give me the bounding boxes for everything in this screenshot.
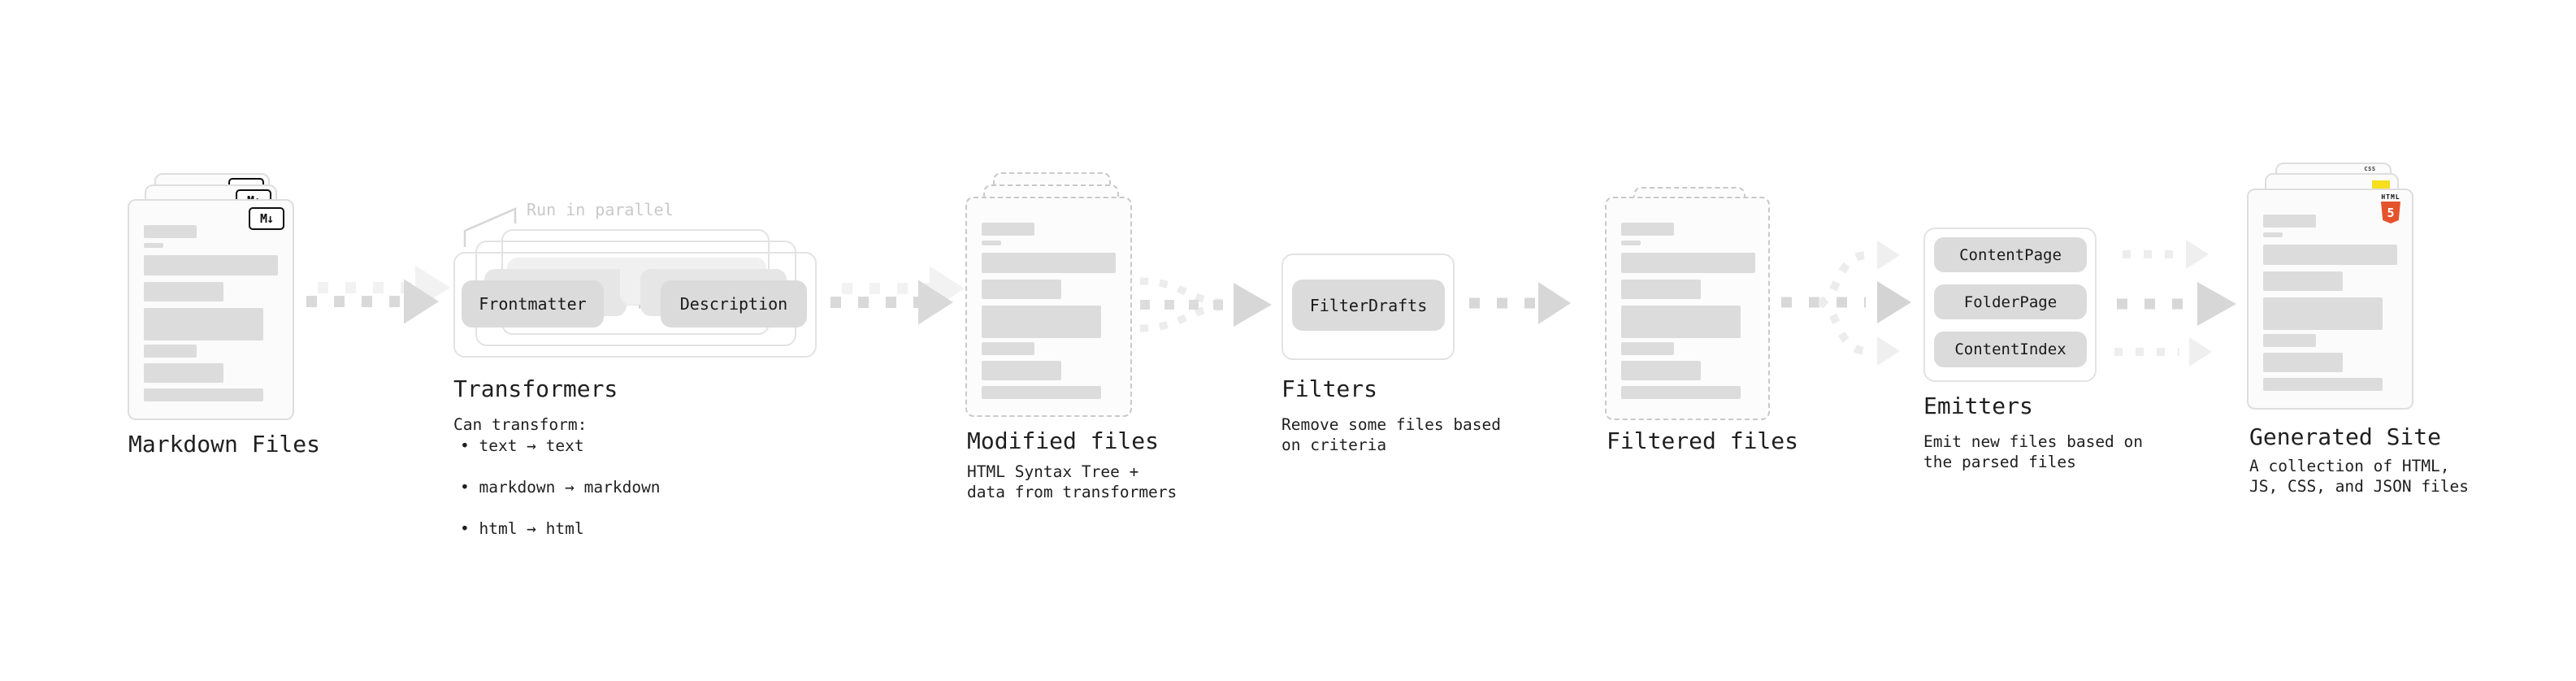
text-line-placeholder [144,243,163,248]
text-line-placeholder [982,241,1001,245]
text-line-placeholder [982,223,1034,236]
stage-label: Emitters [1923,393,2033,419]
css-icon-label: CSS [2364,166,2376,172]
text-line-placeholder [144,388,263,401]
stage-label: Markdown Files [128,431,321,458]
stage-label: Generated Site [2249,423,2442,450]
description-line: data from transformers [967,483,1177,501]
text-line-placeholder [144,225,197,238]
modified-file-card [965,197,1132,417]
html5-icon-label: HTML [2381,193,2400,201]
text-line-placeholder [2263,232,2283,237]
js-icon [2372,180,2390,190]
emitters-box [1923,228,2097,382]
text-line-placeholder [144,308,263,340]
text-line-placeholder [2263,245,2397,265]
flow-arrow-1-echo [318,265,450,310]
text-line-placeholder [1621,306,1741,338]
stage-description: HTML Syntax Tree + data from transformer… [967,462,1177,502]
stage-label: Filters [1281,375,1378,402]
transform-bullet: markdown → markdown [460,477,2576,497]
text-line-placeholder [2263,334,2316,347]
markdown-file-card: M↓ [128,199,294,420]
split-arrow [1781,241,1911,366]
stage-description: Remove some files based on criteria [1281,414,1501,455]
text-line-placeholder [2263,297,2383,330]
text-line-placeholder [2263,353,2343,372]
text-line-placeholder [2263,271,2343,291]
text-line-placeholder [982,361,1061,380]
flow-arrow-1 [306,279,439,324]
transform-bullet: html → html [460,518,2576,539]
description-line: Remove some files based [1281,415,1502,434]
description-line: A collection of HTML, [2249,457,2450,475]
text-line-placeholder [1621,253,1755,273]
filter-node-filterdrafts: FilterDrafts [1292,280,1445,331]
text-line-placeholder [982,342,1034,355]
stage-label: Transformers [453,375,618,402]
text-line-placeholder [1621,280,1701,299]
stage-label: Modified files [967,427,1160,454]
text-line-placeholder [982,280,1061,299]
description-line: Emit new files based on [1923,432,2144,451]
flow-arrow-2-echo [842,266,965,311]
text-line-placeholder [2263,378,2383,391]
description-line: HTML Syntax Tree + [967,462,1139,481]
transform-bullet: text → text [460,436,2576,456]
flow-arrow-3 [1469,282,1571,324]
description-line: the parsed files [1923,453,2076,471]
description-line: on criteria [1281,436,1387,454]
stage-description: A collection of HTML, JS, CSS, and JSON … [2249,456,2469,497]
text-line-placeholder [2263,215,2316,228]
html5-icon: HTML 5 [2379,193,2402,223]
text-line-placeholder [1621,223,1674,236]
stage-description: Emit new files based on the parsed files [1923,432,2143,472]
transformer-node-frontmatter: Frontmatter [462,280,604,327]
merge-arrow [1139,277,1272,332]
stage-label: Filtered files [1607,427,1799,454]
transformers-box [453,252,817,358]
run-in-parallel-note: Run in parallel [527,200,674,219]
text-line-placeholder [144,363,223,383]
emitter-output-arrows [2114,240,2236,367]
description-line: JS, CSS, and JSON files [2249,477,2470,496]
filters-box [1281,254,1455,360]
flow-arrow-2 [830,280,953,325]
emitter-node-contentindex: ContentIndex [1934,332,2087,367]
stage-transformers: Run in parallel Frontmatter Description … [0,0,2576,538]
text-line-placeholder [1621,241,1641,245]
generated-file-card: HTML 5 [2247,189,2413,410]
text-line-placeholder [982,306,1101,338]
markdown-icon: M↓ [249,207,284,230]
html5-icon-shield: 5 [2381,202,2400,223]
emitter-node-folderpage: FolderPage [1934,284,2087,319]
text-line-placeholder [144,255,278,275]
text-line-placeholder [144,282,223,301]
emitter-node-contentpage: ContentPage [1934,237,2087,272]
transformer-node-description: Description [661,280,807,327]
text-line-placeholder [1621,386,1741,399]
text-line-placeholder [1621,361,1701,380]
text-line-placeholder [1621,342,1674,355]
text-line-placeholder [982,253,1116,273]
filtered-file-card [1605,197,1770,420]
stage-description: Can transform: [453,415,588,434]
text-line-placeholder [144,345,197,358]
text-line-placeholder [982,386,1101,399]
